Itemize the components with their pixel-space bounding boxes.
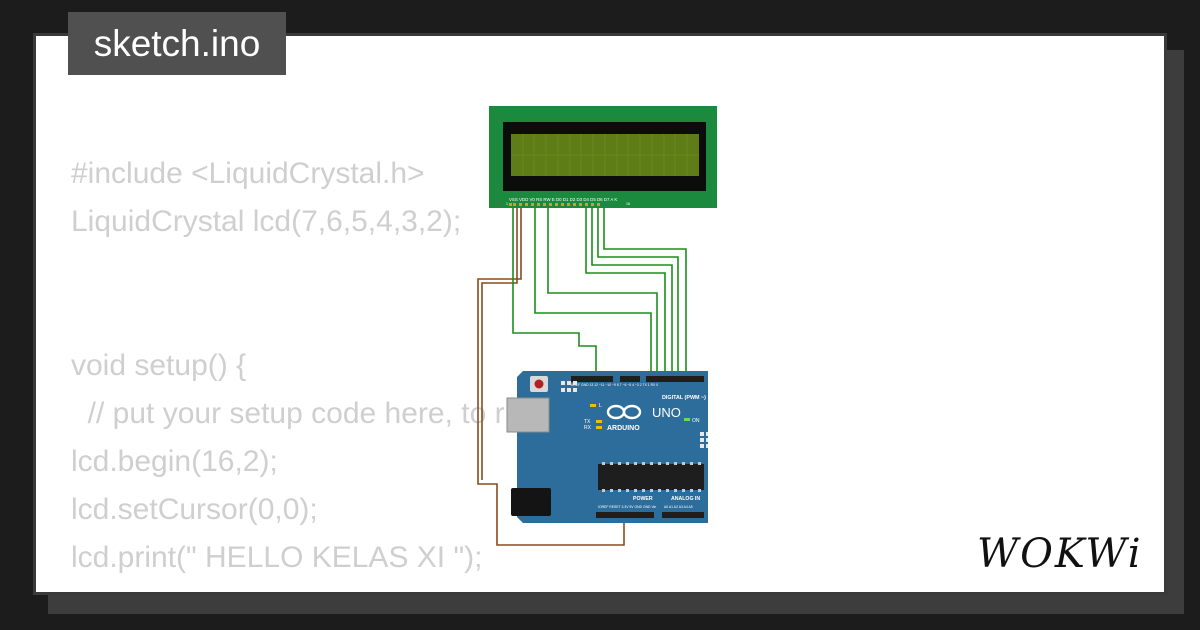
wires: [477, 205, 687, 546]
uno-label: UNO: [652, 405, 681, 420]
wokwi-logo-text: WOKWi: [977, 531, 1143, 577]
rx-label: RX: [584, 425, 592, 431]
analog-pin-labels: A0 A1 A2 A3 A4 A5: [664, 505, 693, 509]
arduino-infinity-icon: [606, 404, 642, 420]
digital-label: DIGITAL (PWM ~): [662, 395, 706, 401]
tx-label: TX: [584, 419, 591, 425]
lcd-display[interactable]: VSS VDD V0 RS RW E D0 D1 D2 D3 D4 D5 D6 …: [489, 106, 717, 208]
lcd-pin-labels: VSS VDD V0 RS RW E D0 D1 D2 D3 D4 D5 D6 …: [509, 197, 617, 202]
wire: [603, 205, 687, 376]
code-line: lcd.begin(16,2);: [71, 445, 278, 478]
wire: [481, 205, 518, 480]
arduino-uno[interactable]: AREF GND 13 12 ~11 ~10 ~9 8 7 ~6 ~5 4 ~3…: [506, 371, 708, 523]
reset-button-cap: [534, 379, 544, 389]
header-power: [596, 512, 654, 518]
usb-port: [506, 397, 550, 433]
top-pin-labels: AREF GND 13 12 ~11 ~10 ~9 8 7 ~6 ~5 4 ~3…: [571, 383, 658, 387]
wire: [534, 205, 652, 376]
chip-pins: [602, 462, 701, 492]
arduino-brand: ARDUINO: [607, 425, 640, 432]
tx-led-icon: [596, 420, 602, 423]
code-line: #include <LiquidCrystal.h>: [71, 157, 425, 190]
header-analog: [662, 512, 704, 518]
wire: [477, 205, 625, 546]
wire: [512, 205, 597, 376]
analog-label: ANALOG IN: [671, 496, 700, 502]
wire: [591, 205, 673, 376]
wire: [585, 205, 666, 376]
wire: [597, 205, 679, 376]
code-line: LiquidCrystal lcd(7,6,5,4,3,2);: [71, 205, 462, 238]
rx-led-icon: [596, 426, 602, 429]
icsp-header: [561, 381, 577, 392]
power-label: POWER: [633, 496, 653, 502]
code-line: void setup() {: [71, 349, 247, 382]
code-line: lcd.setCursor(0,1);: [71, 582, 620, 592]
code-listing: #include <LiquidCrystal.h> LiquidCrystal …: [71, 150, 620, 592]
lcd-pin-header: [509, 203, 600, 206]
header-top-mid: [620, 376, 640, 382]
lcd-pin-last: 16: [626, 202, 630, 206]
on-label: ON: [692, 418, 700, 424]
lcd-char-grid: [511, 134, 699, 176]
wire: [547, 205, 658, 376]
icsp2-header: [700, 432, 708, 448]
sketch-filename-tab: sketch.ino: [68, 12, 286, 75]
code-line: lcd.setCursor(0,0);: [71, 493, 318, 526]
wokwi-logo: WOKWi: [977, 531, 1143, 577]
l-led-icon: [590, 404, 596, 407]
power-jack: [511, 488, 551, 516]
header-top-right: [646, 376, 704, 382]
lcd-pin-first: 1: [506, 202, 508, 206]
on-led-icon: [684, 418, 690, 421]
header-top-left: [571, 376, 613, 382]
code-line: lcd.print(" HELLO KELAS XI ");: [71, 541, 483, 574]
microcontroller-chip: [598, 464, 704, 490]
l-led-label: L: [599, 403, 602, 409]
power-pin-labels: IOREF RESET 3.3V 5V GND GND Vin: [598, 505, 656, 509]
